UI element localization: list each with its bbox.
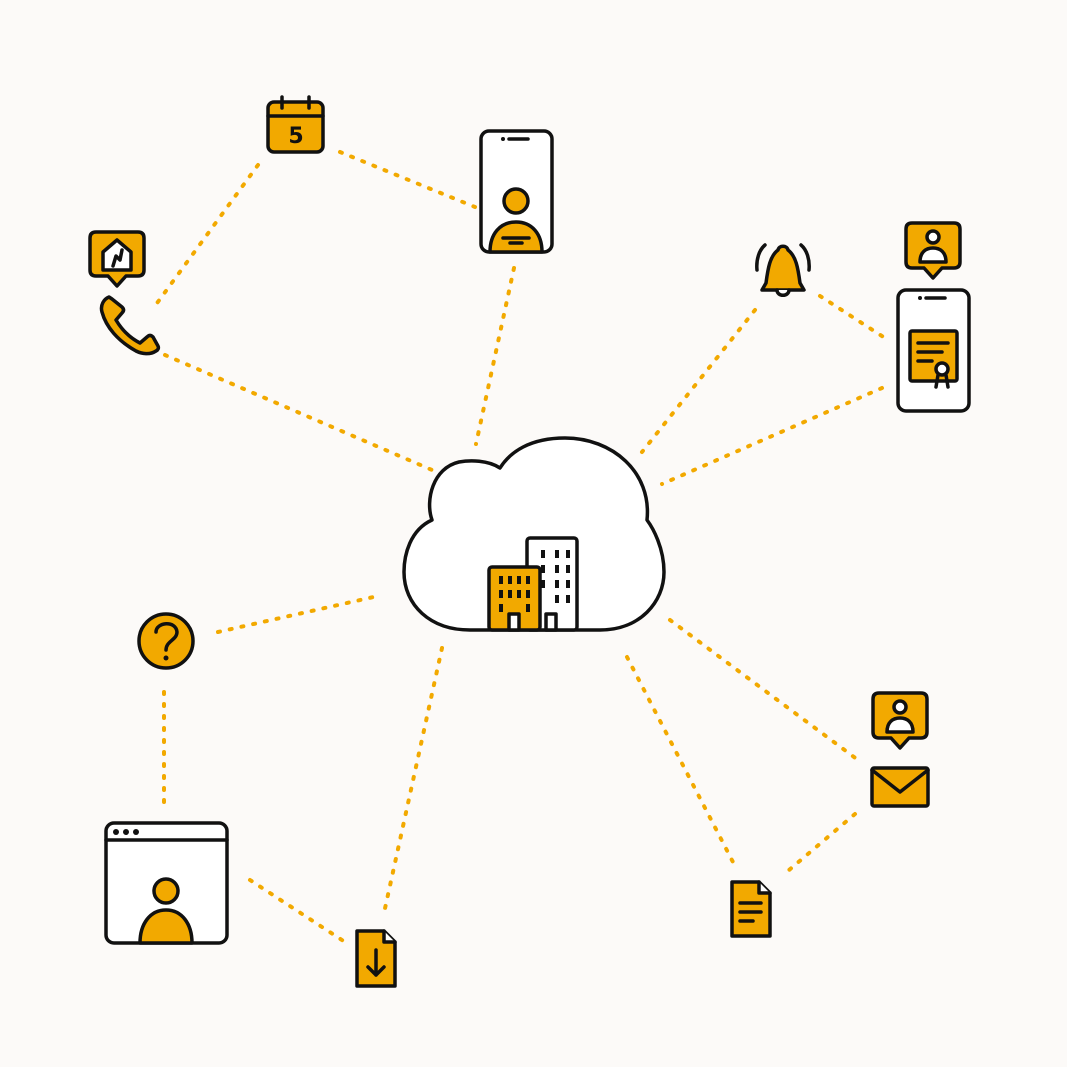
person-chat-icon-secondary: [871, 691, 929, 750]
link-cloud-document: [625, 655, 737, 868]
tall-building-door: [544, 612, 558, 632]
cloud-office-buildings-icon: [402, 436, 666, 632]
tall-building-windows: [541, 550, 570, 603]
link-bell-cloud: [640, 308, 757, 454]
connector-lines: [150, 150, 887, 944]
download-document-icon: [355, 929, 397, 988]
link-phone-cloud: [163, 353, 434, 472]
link-browser-download: [248, 878, 347, 944]
bell-icon: [755, 243, 811, 297]
cloud-shape: [402, 436, 666, 632]
phone-handset-icon: [99, 295, 161, 356]
link-cloud-download: [382, 646, 444, 915]
home-pin-icon: [88, 230, 146, 288]
short-building-door: [507, 612, 521, 632]
calendar-day-number: 5: [288, 124, 303, 149]
link-envelope-document: [780, 812, 857, 878]
calendar-icon: 5: [266, 95, 325, 154]
link-cloud-envelope: [668, 618, 860, 762]
link-question-cloud: [216, 594, 380, 634]
envelope-icon: [870, 766, 930, 808]
smartphone-person-icon: [479, 129, 554, 254]
help-question-icon: [137, 612, 195, 670]
browser-profile-icon: [104, 821, 229, 945]
link-calendar-smartphone: [338, 150, 477, 209]
short-building-windows: [499, 576, 530, 612]
document-icon: [730, 880, 772, 938]
link-certificate-cloud: [660, 386, 884, 486]
smartphone-certificate-icon: [896, 288, 971, 413]
link-smartphone-cloud: [474, 266, 516, 446]
link-bell-certificate: [818, 294, 887, 340]
person-chat-icon: [904, 221, 962, 280]
link-calendar-phone: [150, 163, 260, 312]
